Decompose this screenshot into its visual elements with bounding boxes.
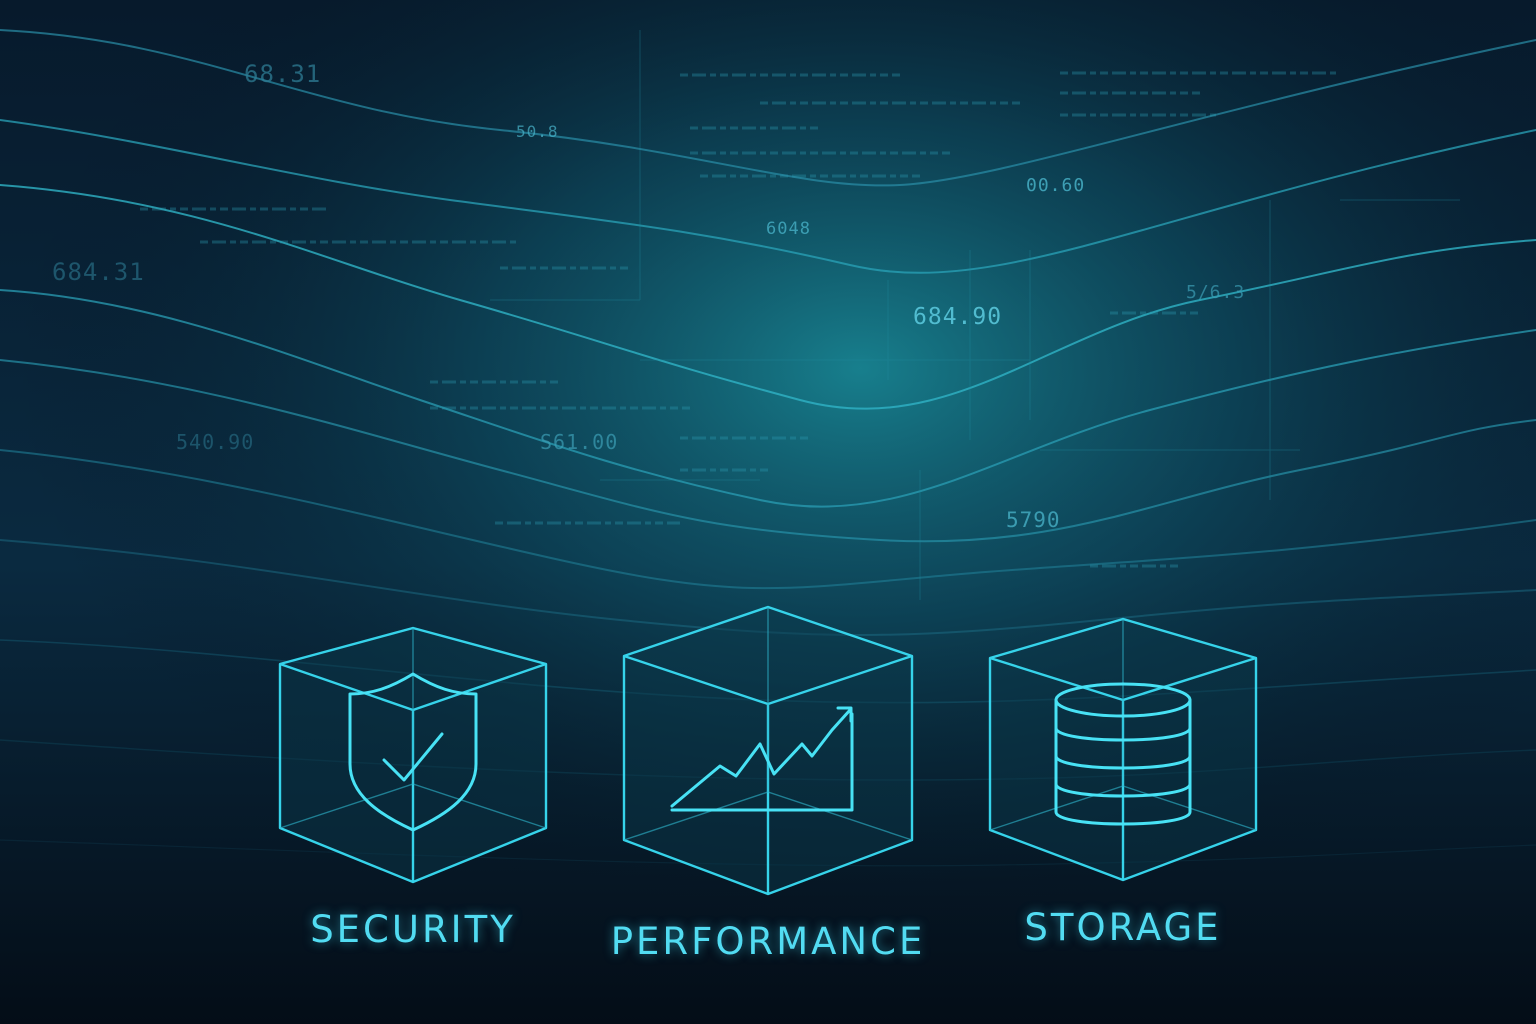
feature-label: SECURITY: [310, 908, 516, 951]
storage-cube: [988, 617, 1258, 882]
feature-performance: PERFORMANCE: [611, 604, 922, 963]
readout-value: 68.31: [244, 60, 322, 88]
readout-value: S61.00: [540, 430, 619, 454]
readout-value: 50.8: [516, 122, 559, 141]
readout-value: 5/6.3: [1186, 282, 1246, 303]
shield-check-icon: [348, 672, 478, 832]
readout-value: 00.60: [1026, 175, 1086, 196]
readout-value: 5790: [1006, 508, 1061, 532]
feature-label: STORAGE: [1024, 906, 1222, 949]
faint-text-rows: [140, 71, 1340, 568]
grid-guides: [490, 30, 1460, 600]
performance-cube: [622, 605, 914, 896]
database-icon: [1054, 682, 1192, 826]
wave-lines: [0, 29, 1536, 867]
line-chart-icon: [670, 706, 854, 812]
feature-label: PERFORMANCE: [610, 920, 926, 963]
security-cube: [278, 626, 548, 884]
readout-value: 684.90: [913, 304, 1003, 330]
feature-storage: STORAGE: [986, 616, 1260, 949]
readout-value: 540.90: [176, 430, 255, 454]
feature-security: SECURITY: [276, 624, 550, 951]
readout-value: 6048: [766, 219, 811, 239]
readout-value: 684.31: [52, 258, 145, 286]
